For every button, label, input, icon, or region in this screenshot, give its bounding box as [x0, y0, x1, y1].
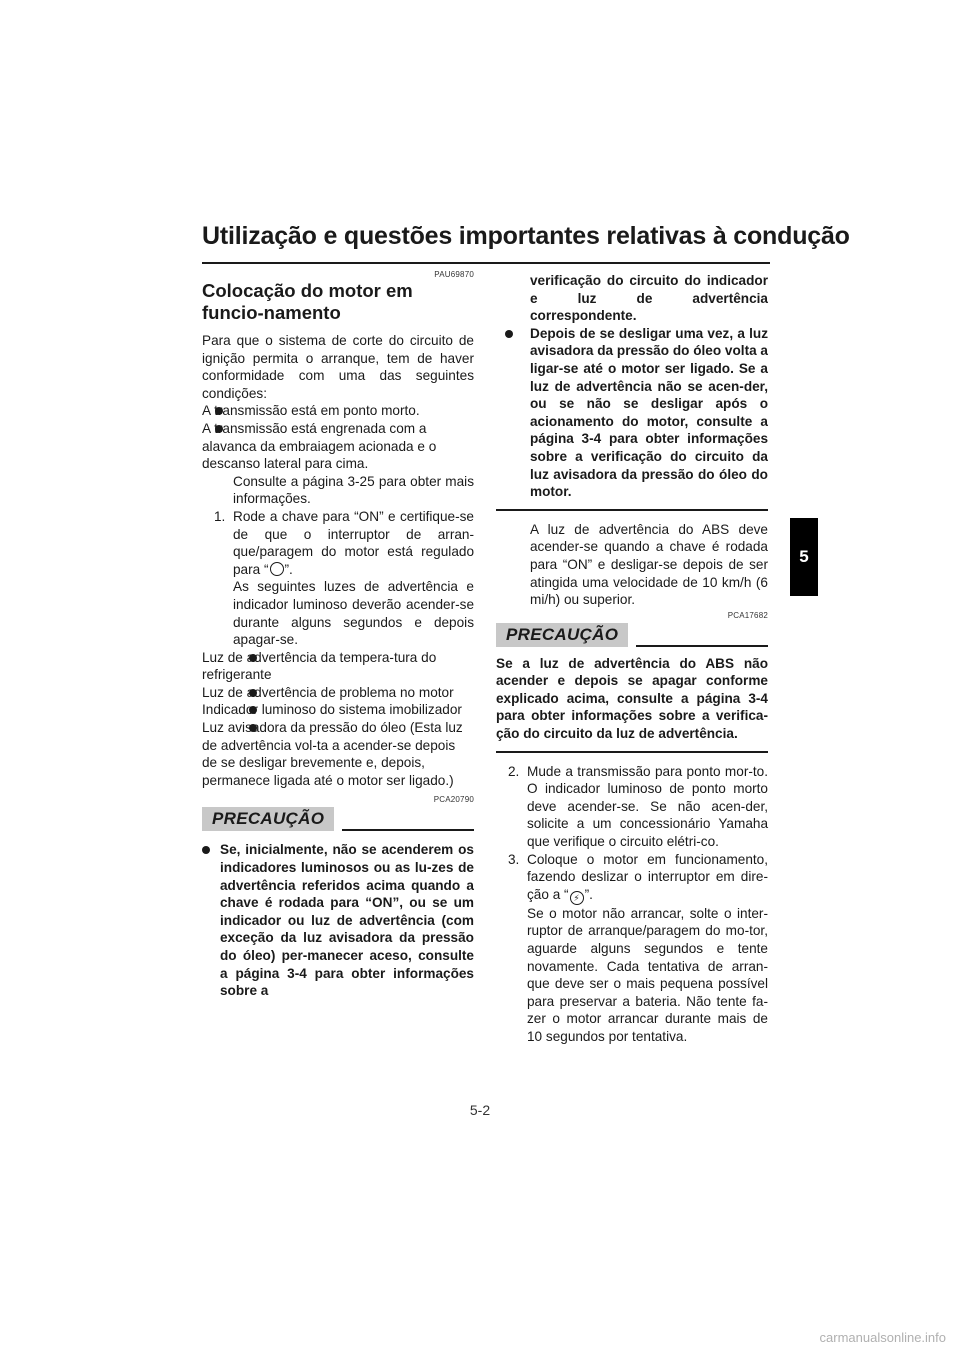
caution-continued: verificação do circuito do indicador e l… — [530, 273, 768, 324]
step-number: 1. — [214, 508, 226, 524]
step-text: Mude a transmissão para ponto mor-to. O … — [527, 763, 768, 850]
caution-header: PRECAUÇÃO — [202, 807, 474, 832]
steps-list: 1. Rode a chave para “ON” e certifique-s… — [202, 508, 474, 578]
caution-rule — [342, 829, 474, 832]
caution-item: Depois de se desligar uma vez, a luz avi… — [496, 325, 768, 501]
page-number: 5-2 — [469, 1102, 491, 1118]
lights-list: Luz de advertência da tempera-tura do re… — [202, 649, 474, 790]
section-title: Colocação do motor em funcio-namento — [202, 280, 413, 323]
caution-list: Se, inicialmente, não se acenderem os in… — [202, 841, 474, 999]
step-text: Coloque o motor em funcionamento, fazend… — [527, 851, 768, 902]
caution-code: PCA20790 — [433, 795, 474, 805]
step-1: 1. Rode a chave para “ON” e certifique-s… — [202, 508, 474, 578]
section-code: PAU69870 — [434, 270, 474, 279]
chapter-tab: 5 — [790, 518, 818, 596]
list-item: Luz avisadora da pressão do óleo (Esta l… — [202, 719, 474, 789]
caution-end-rule — [496, 508, 768, 511]
step-2: 2. Mude a transmissão para ponto mor-to.… — [496, 763, 768, 851]
step1-note: As seguintes luzes de advertência e indi… — [233, 579, 474, 648]
caution2-rule — [636, 644, 768, 647]
list-item: Indicador luminoso do sistema imobilizad… — [202, 701, 474, 719]
list-item: Luz de advertência de problema no motor — [202, 684, 474, 702]
caution2-code: PCA17682 — [727, 610, 768, 620]
step-number: 3. — [508, 851, 520, 867]
step-number: 2. — [508, 763, 520, 779]
engine-run-symbol-icon — [269, 561, 284, 576]
abs-note: A luz de advertência do ABS deve acender… — [530, 521, 768, 608]
caution-list-2: Depois de se desligar uma vez, a luz avi… — [496, 325, 768, 501]
step-3: 3. Coloque o motor em funcionamento, faz… — [496, 851, 768, 905]
conditions-list: A transmissão está em ponto morto. A tra… — [202, 402, 474, 472]
list-item: Luz de advertência da tempera-tura do re… — [202, 649, 474, 684]
caution2-badge: PRECAUÇÃO — [496, 622, 629, 647]
step-text-end: ”. — [284, 561, 293, 577]
left-column: PAU69870 Colocação do motor em funcio-na… — [202, 270, 474, 1000]
watermark: carmanualsonline.info — [819, 1330, 946, 1345]
step-text: Rode a chave para “ON” e certifique-se d… — [233, 508, 474, 577]
caution2-end-rule — [496, 750, 768, 753]
caution-badge: PRECAUÇÃO — [202, 807, 335, 832]
steps-list-right: 2. Mude a transmissão para ponto mor-to.… — [496, 763, 768, 905]
conditions-note: Consulte a página 3-25 para obter mais i… — [233, 473, 474, 507]
caution-item: Se, inicialmente, não se acenderem os in… — [202, 841, 474, 999]
caution2-text: Se a luz de advertência do ABS não acend… — [496, 655, 768, 742]
intro-paragraph: Para que o sistema de corte do circuito … — [202, 333, 474, 401]
header-rule — [202, 262, 770, 264]
starter-symbol-icon: ⚡ — [569, 890, 584, 905]
right-column: verificação do circuito do indicador e l… — [496, 272, 768, 1046]
caution2-header: PRECAUÇÃO — [496, 622, 768, 647]
step-text-end: ”. — [584, 886, 593, 902]
page-header-title: Utilização e questões importantes relati… — [202, 222, 850, 250]
list-item: A transmissão está engrenada com a alava… — [202, 420, 474, 473]
step3-note: Se o motor não arrancar, solte o inter-r… — [527, 905, 768, 1044]
list-item: A transmissão está em ponto morto. — [202, 402, 474, 420]
